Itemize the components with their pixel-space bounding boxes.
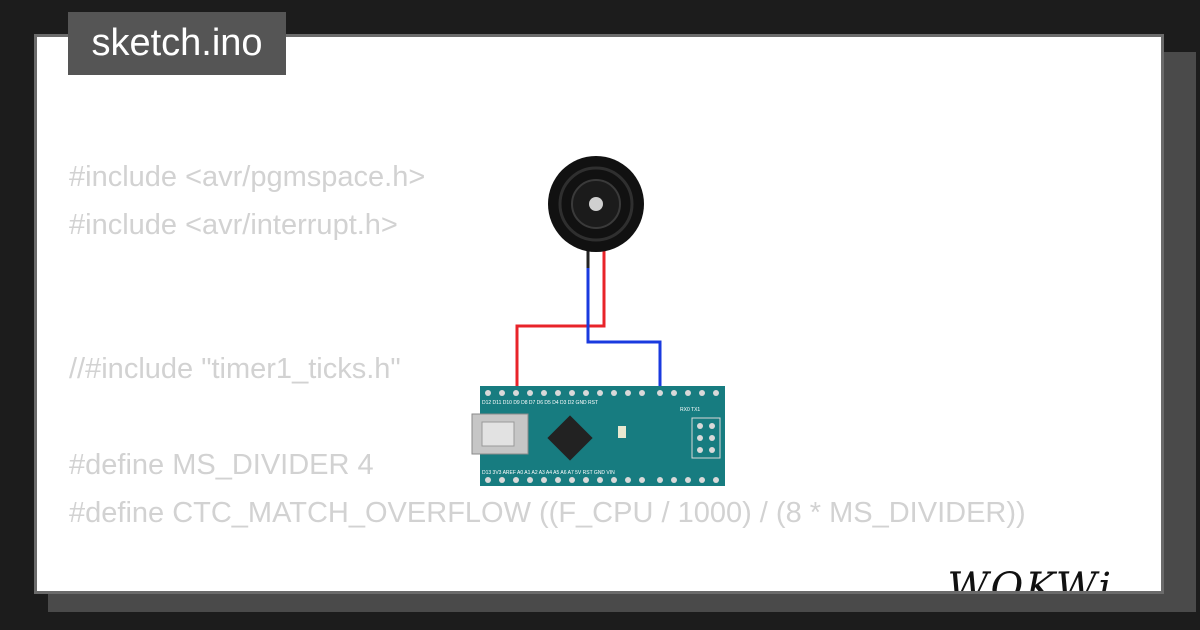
circuit-diagram: D12 D11 D10 D9 D8 D7 D6 D5 D4 D3 D2 GND … (471, 156, 725, 486)
arduino-nano-board[interactable]: D12 D11 D10 D9 D8 D7 D6 D5 D4 D3 D2 GND … (471, 386, 725, 486)
code-line: #define CTC_MATCH_OVERFLOW ((F_CPU / 100… (69, 497, 1026, 529)
code-preview: #include <avr/pgmspace.h> #include <avr/i… (69, 153, 1026, 537)
top-pin-row (485, 390, 719, 396)
code-line: //#include "timer1_ticks.h" (69, 353, 401, 385)
preview-card: #include <avr/pgmspace.h> #include <avr/i… (34, 34, 1164, 594)
top-pin-labels: D12 D11 D10 D9 D8 D7 D6 D5 D4 D3 D2 GND … (482, 400, 598, 406)
bottom-pin-labels: D13 3V3 AREF A0 A1 A2 A3 A4 A5 A6 A7 5V … (482, 470, 615, 476)
red-wire (515, 250, 606, 390)
bottom-pin-row (485, 477, 719, 483)
code-line: #include <avr/interrupt.h> (69, 209, 398, 241)
file-tab: sketch.ino (68, 12, 286, 75)
code-line: #include <avr/pgmspace.h> (69, 161, 426, 193)
blue-wire (586, 250, 662, 390)
icsp-header (691, 417, 721, 459)
wokwi-logo: WOKWi (947, 565, 1113, 594)
rx-tx-label: RX0 TX1 (680, 407, 700, 413)
buzzer-icon[interactable] (548, 156, 644, 252)
code-line: #define MS_DIVIDER 4 (69, 449, 374, 481)
